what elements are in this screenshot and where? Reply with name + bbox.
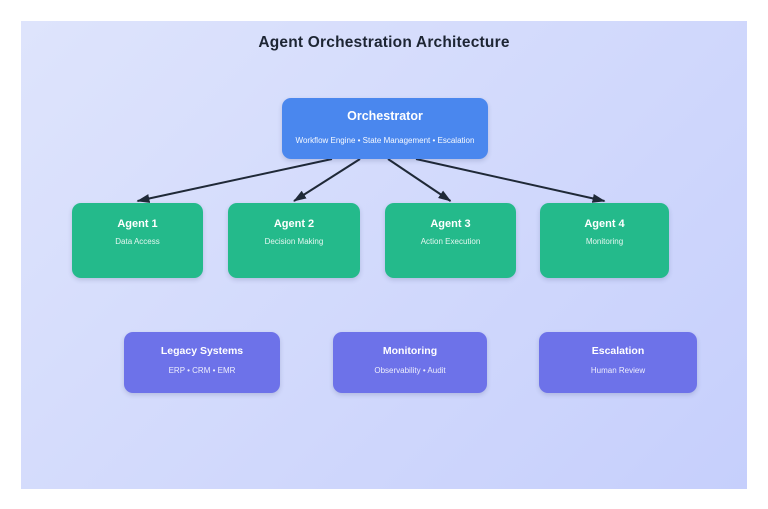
orchestrator-title: Orchestrator [347, 109, 423, 123]
agent-1-subtitle: Data Access [115, 237, 160, 246]
agent-1-title: Agent 1 [117, 218, 158, 230]
legacy-systems-title: Legacy Systems [160, 345, 244, 357]
monitoring-subtitle: Observability • Audit [374, 366, 446, 375]
agent-4-subtitle: Monitoring [585, 237, 624, 246]
escalation-node: Escalation Human Review [539, 332, 697, 393]
legacy-systems-subtitle: ERP • CRM • EMR [168, 366, 236, 375]
agent-2-node: Agent 2 Decision Making [228, 203, 360, 278]
orchestrator-node: Orchestrator Workflow Engine • State Man… [282, 98, 488, 159]
agent-2-subtitle: Decision Making [264, 237, 324, 246]
agent-2-title: Agent 2 [273, 218, 315, 230]
edge-orchestrator-to-agent-1 [136, 158, 333, 203]
monitoring-node: Monitoring Observability • Audit [333, 332, 487, 393]
agent-3-title: Agent 3 [430, 218, 471, 230]
diagram-canvas: Agent Orchestration Architecture Orchest… [21, 21, 747, 489]
edge-orchestrator-to-agent-4 [415, 158, 606, 203]
monitoring-title: Monitoring [382, 345, 438, 357]
agent-1-node: Agent 1 Data Access [72, 203, 203, 278]
escalation-subtitle: Human Review [590, 366, 646, 375]
escalation-title: Escalation [591, 345, 645, 357]
legacy-systems-node: Legacy Systems ERP • CRM • EMR [124, 332, 280, 393]
diagram-title: Agent Orchestration Architecture [258, 34, 510, 51]
agent-4-node: Agent 4 Monitoring [540, 203, 669, 278]
agent-3-subtitle: Action Execution [420, 237, 481, 246]
edge-orchestrator-to-agent-2 [293, 158, 361, 202]
agent-4-title: Agent 4 [584, 218, 625, 230]
edge-orchestrator-to-agent-3 [387, 158, 452, 202]
agent-3-node: Agent 3 Action Execution [385, 203, 516, 278]
orchestrator-subtitle: Workflow Engine • State Management • Esc… [295, 136, 475, 145]
